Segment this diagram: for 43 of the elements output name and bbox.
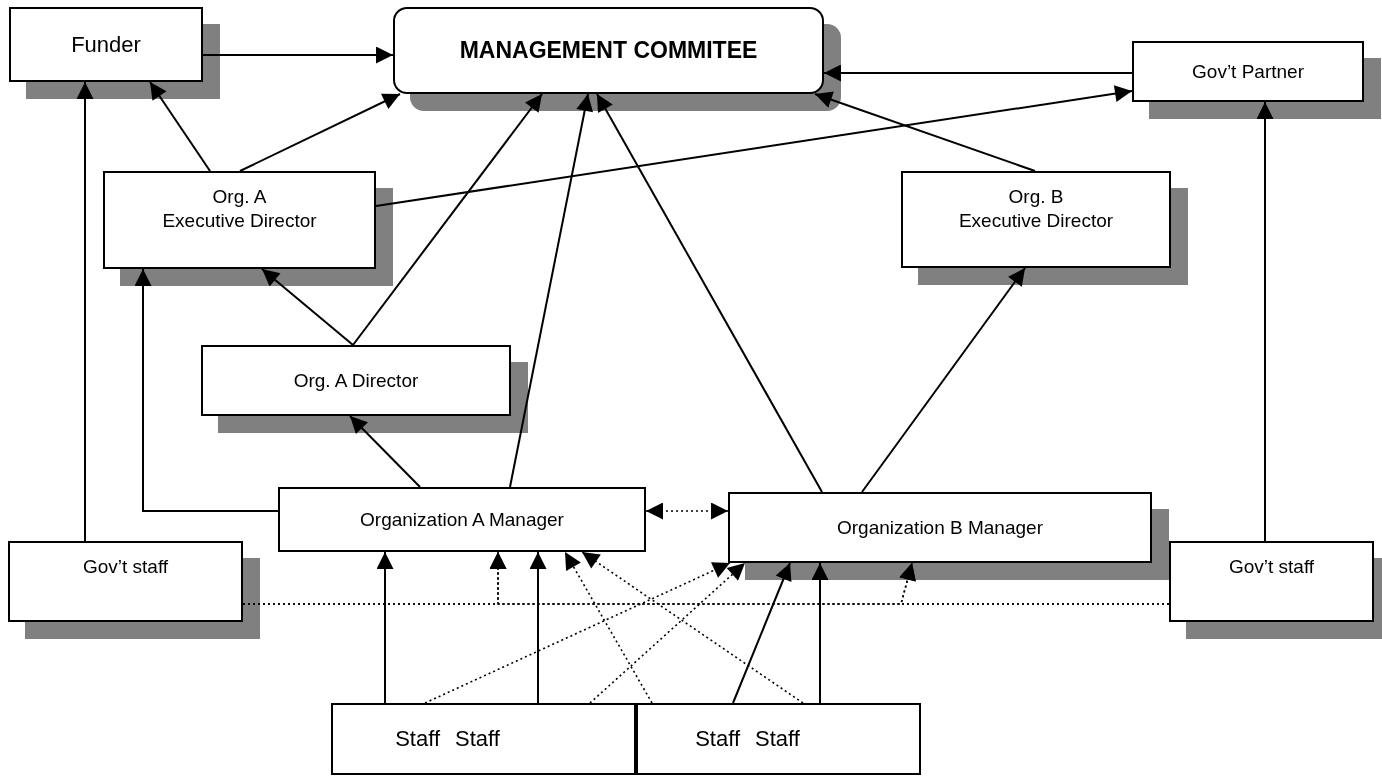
arrow	[202, 46, 394, 64]
box-label: Executive Director	[162, 208, 317, 233]
dotted-arrow	[581, 551, 804, 704]
box-label: Gov’t staff	[82, 555, 169, 579]
arrow	[149, 81, 211, 172]
box-label: Staff	[395, 725, 440, 753]
box-label: Org. A	[212, 185, 267, 209]
arrow	[261, 268, 354, 346]
box-label: Funder	[71, 30, 141, 59]
box-label: Gov’t Partner	[1192, 59, 1304, 84]
arrow	[811, 562, 829, 704]
arrow	[134, 268, 279, 512]
arrow	[239, 93, 401, 172]
box-label: Organization A Manager	[360, 507, 564, 532]
arrow	[596, 93, 823, 493]
box-label: Org. A Director	[293, 368, 419, 393]
arrow	[352, 93, 543, 346]
box-label: MANAGEMENT COMMITEE	[459, 36, 758, 65]
dotted-arrow	[589, 562, 746, 704]
arrow	[732, 562, 792, 704]
box-label: Gov’t staff	[1228, 555, 1315, 579]
arrow	[814, 91, 1036, 172]
box-label: Organization B Manager	[837, 515, 1043, 540]
box-label: Staff	[695, 725, 740, 753]
arrow	[509, 93, 594, 488]
arrow	[375, 85, 1133, 207]
box-label: Executive Director	[958, 208, 1114, 233]
arrow	[349, 415, 421, 488]
box-label: Staff	[755, 725, 800, 753]
dotted-arrow	[424, 562, 731, 704]
arrow	[376, 551, 394, 704]
dotted-arrow	[564, 551, 653, 704]
arrow	[529, 551, 547, 704]
dotted-arrow	[645, 502, 729, 520]
box-label: Staff	[455, 725, 500, 753]
arrow	[823, 64, 1133, 82]
box-label: Org. B	[1008, 185, 1064, 209]
dotted-arrow	[899, 562, 1170, 605]
arrow	[76, 81, 94, 542]
arrow	[861, 267, 1026, 493]
staff-box	[331, 703, 921, 775]
arrow	[1256, 101, 1274, 542]
role-box	[278, 487, 646, 552]
